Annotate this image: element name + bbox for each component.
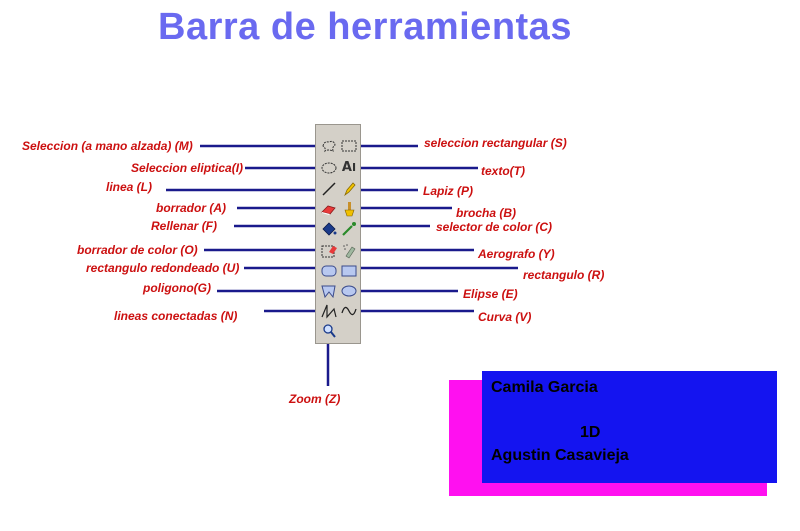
label-poligono: poligono(G) [143,281,211,295]
label-rectangulo: rectangulo (R) [523,268,605,282]
line-icon[interactable] [320,181,338,197]
label-seleccion-eliptica: Seleccion eliptica(I) [131,161,244,175]
label-seleccion-rectangular: seleccion rectangular (S) [424,136,567,150]
label-curva: Curva (V) [478,310,532,324]
fill-icon[interactable] [320,221,338,237]
label-rellenar: Rellenar (F) [151,219,218,233]
label-lineas-conectadas: lineas conectadas (N) [114,309,238,323]
card-group: 1D [580,424,601,441]
freeform-select-icon[interactable] [320,138,338,154]
label-elipse: Elipse (E) [463,287,518,301]
name-card [482,371,777,483]
label-selector-color: selector de color (C) [436,220,553,234]
brush-icon[interactable] [340,201,358,217]
zoom-icon[interactable] [320,323,338,339]
label-brocha: brocha (B) [456,206,516,220]
polygon-icon[interactable] [320,283,338,299]
card-name-1: Camila Garcia [491,379,598,396]
ellipse-icon[interactable] [340,283,358,299]
page-title: Barra de herramientas [158,6,572,48]
label-texto: texto(T) [481,164,525,178]
label-zoom: Zoom (Z) [289,392,341,406]
color-picker-icon[interactable] [340,221,358,237]
color-eraser-icon[interactable] [320,243,338,259]
label-rectangulo-redondeado: rectangulo redondeado (U) [86,261,240,275]
label-borrador: borrador (A) [156,201,226,215]
airbrush-icon[interactable] [340,243,358,259]
paint-toolbar: AI [315,124,361,344]
text-icon[interactable]: AI [341,160,357,175]
label-linea: linea (L) [106,180,153,194]
card-name-2: Agustin Casavieja [491,447,629,464]
label-lapiz: Lapiz (P) [423,184,473,198]
label-seleccion-mano-alzada: Seleccion (a mano alzada) (M) [22,139,193,153]
rect-select-icon[interactable] [340,138,358,154]
ellipse-select-icon[interactable] [320,160,338,176]
curve-icon[interactable] [340,303,358,319]
label-borrador-color: borrador de color (O) [77,243,198,257]
pencil-icon[interactable] [340,181,358,197]
connected-lines-icon[interactable] [320,303,338,319]
eraser-icon[interactable] [320,201,338,217]
rounded-rect-icon[interactable] [320,263,338,279]
rectangle-icon[interactable] [340,263,358,279]
label-aerografo: Aerografo (Y) [478,247,555,261]
